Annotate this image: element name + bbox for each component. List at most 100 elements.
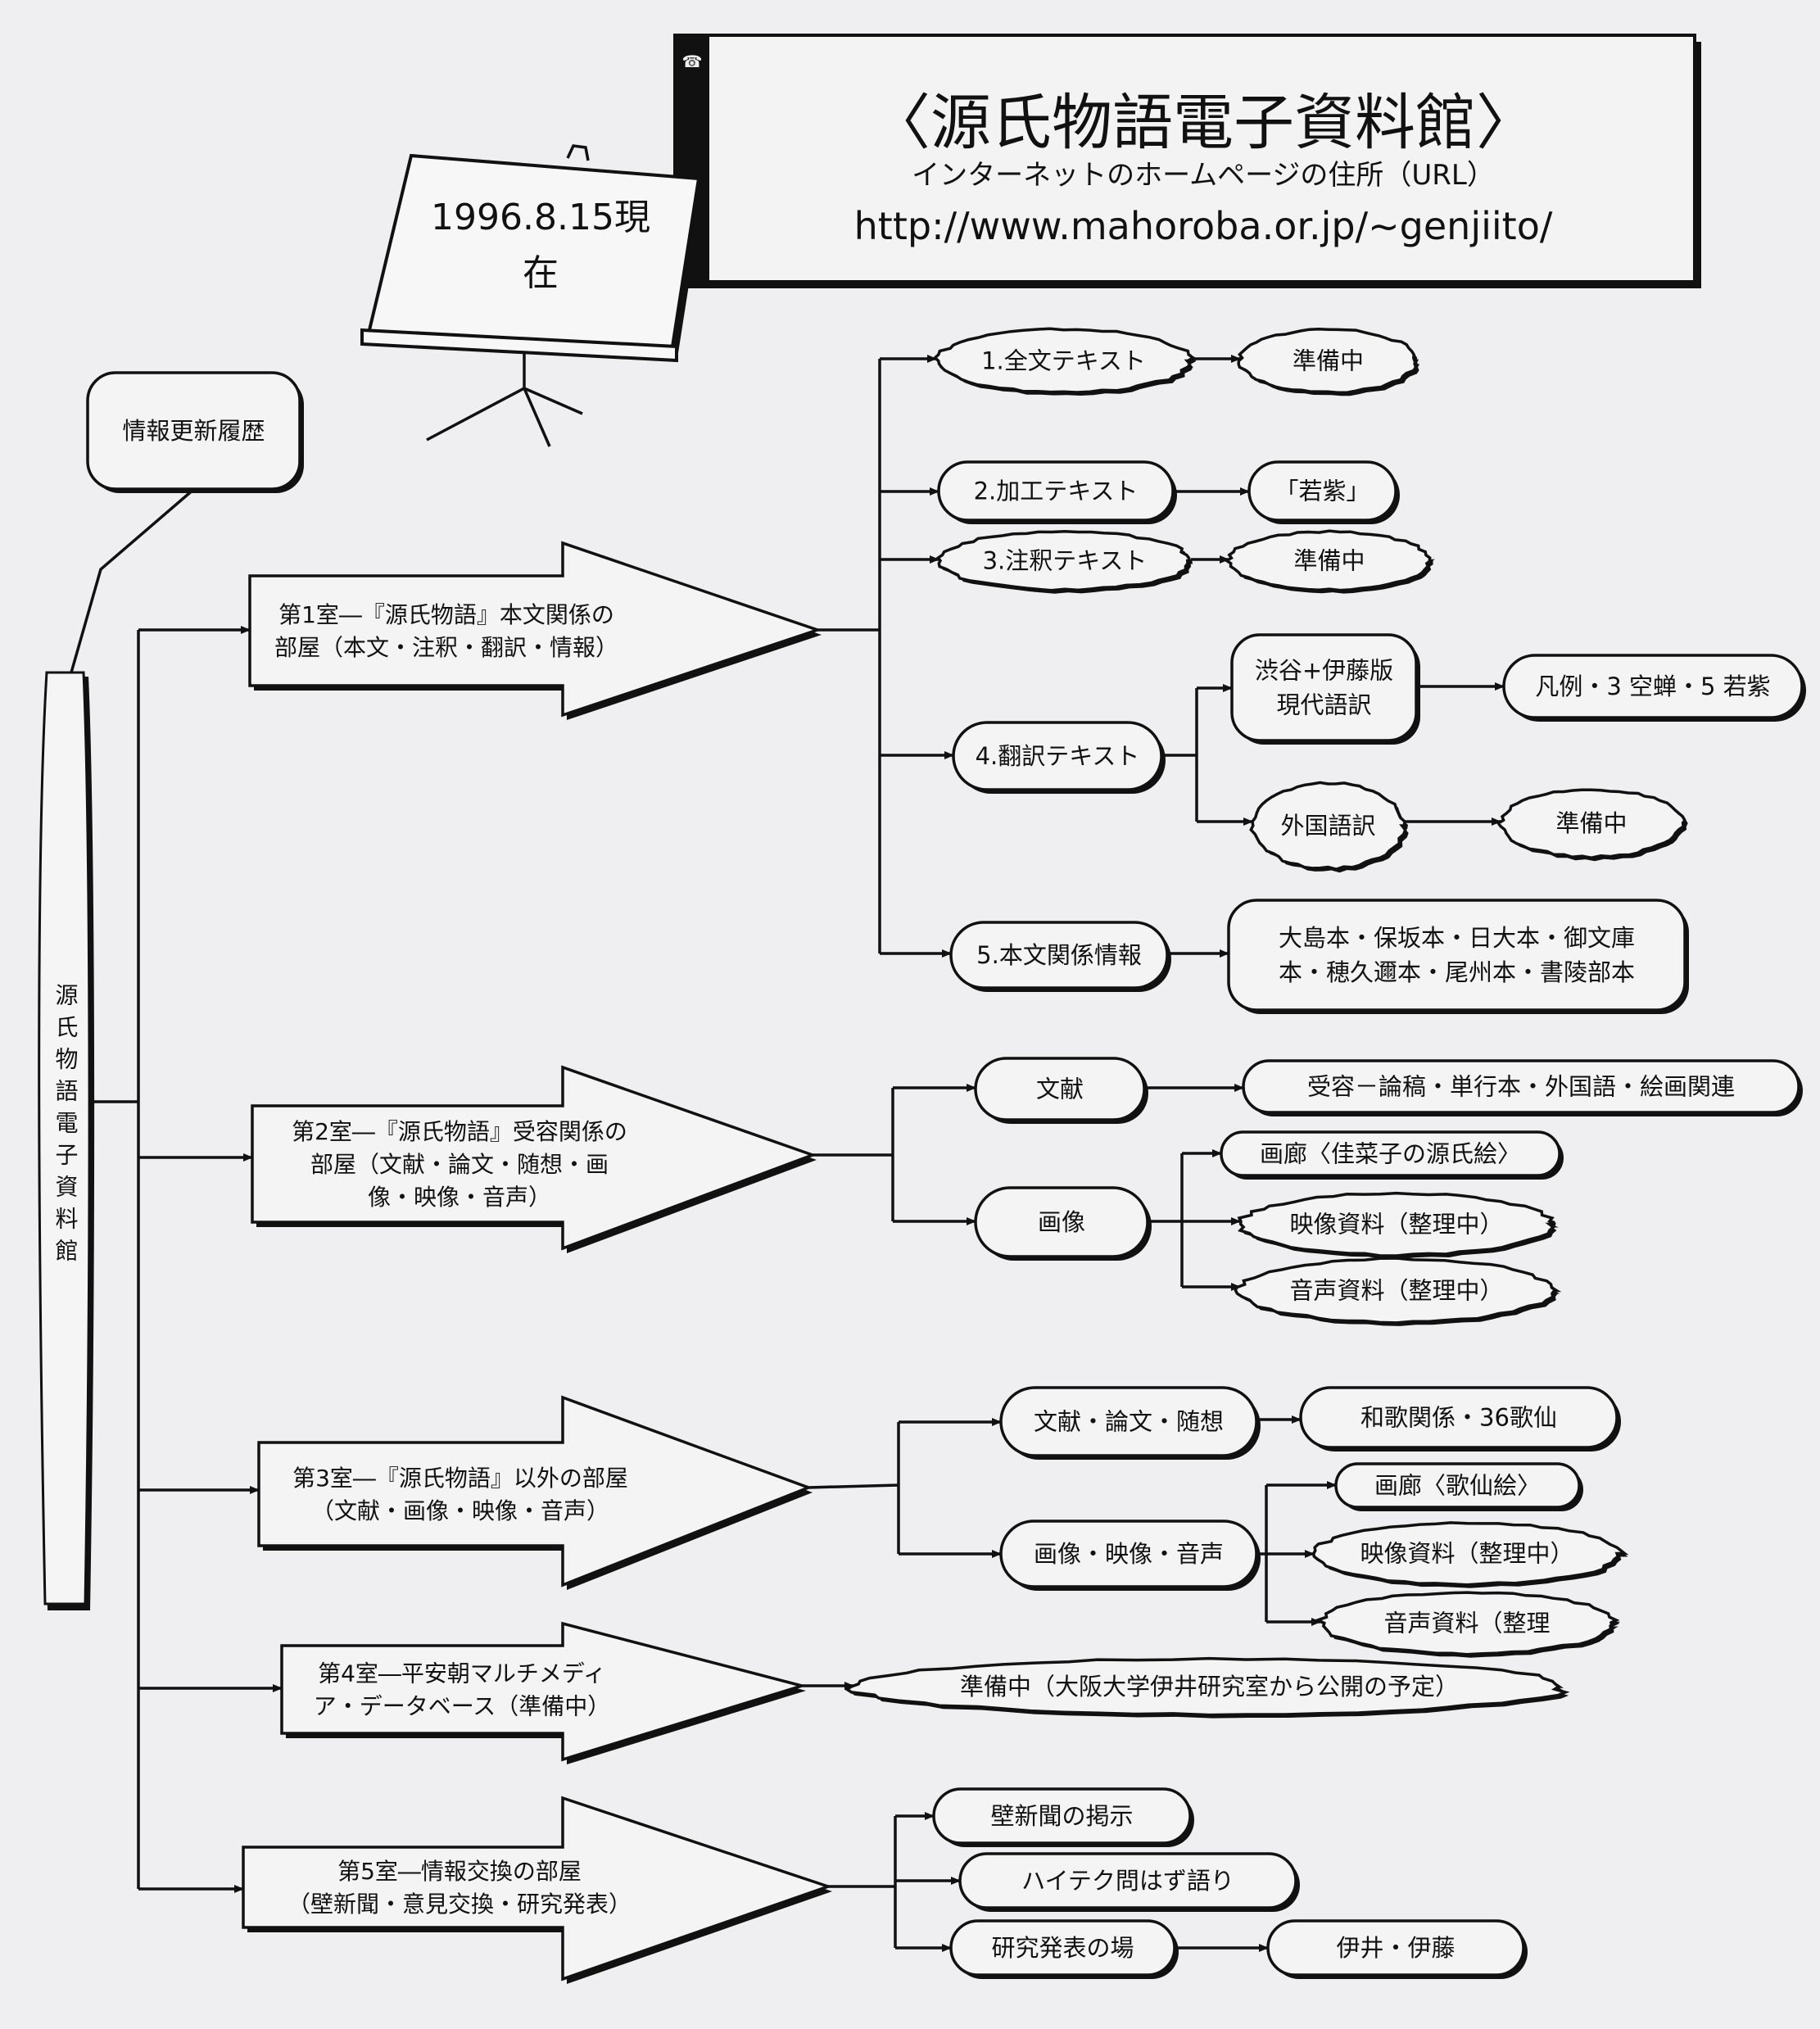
node-shape bbox=[999, 1386, 1258, 1457]
room-3-label: （文献・画像・映像・音声） bbox=[311, 1497, 609, 1524]
room2-reception-node[interactable]: 受容－論稿・単行本・外国語・絵画関連 bbox=[1242, 1059, 1803, 1116]
room2-gallery-node[interactable]: 画廊〈佳菜子の源氏絵〉 bbox=[1220, 1130, 1564, 1180]
title-panel: ☎ 〈源氏物語電子資料館〉 インターネットのホームページの住所（URL） htt… bbox=[673, 34, 1701, 288]
node-shape bbox=[1237, 1191, 1556, 1257]
translation-text-label: 4.翻訳テキスト bbox=[976, 742, 1140, 770]
video-label: 映像資料（整理中） bbox=[1360, 1540, 1573, 1568]
room-3-button[interactable]: 第3室―『源氏物語』以外の部屋 （文献・画像・映像・音声） bbox=[257, 1395, 813, 1590]
gallery-label: 画廊〈佳菜子の源氏絵〉 bbox=[1260, 1140, 1521, 1168]
annotated-text-status-node[interactable]: 準備中 bbox=[1224, 529, 1435, 594]
node-shape bbox=[952, 721, 1163, 791]
room2-literature-node[interactable]: 文献 bbox=[974, 1057, 1148, 1124]
update-history-button[interactable]: 情報更新履歴 bbox=[86, 371, 304, 493]
room3-gallery-node[interactable]: 画廊〈歌仙絵〉 bbox=[1334, 1462, 1583, 1511]
phone-icon: ☎ bbox=[682, 52, 703, 71]
node-shape bbox=[1234, 1257, 1562, 1325]
processed-text-label: 2.加工テキスト bbox=[974, 478, 1139, 505]
room3-video-node[interactable]: 映像資料（整理中） bbox=[1311, 1521, 1629, 1588]
node-shape bbox=[1242, 1059, 1800, 1114]
room-2-label: 部屋（文献・論文・随想・画 bbox=[310, 1151, 609, 1178]
room-2-label: 像・映像・音声） bbox=[368, 1184, 551, 1211]
full-text-node[interactable]: 1.全文テキスト bbox=[933, 327, 1197, 396]
reception-label: 受容－論稿・単行本・外国語・絵画関連 bbox=[1307, 1073, 1735, 1101]
room2-video-node[interactable]: 映像資料（整理中） bbox=[1237, 1191, 1559, 1259]
foreign-translation-status-node[interactable]: 準備中 bbox=[1496, 788, 1688, 862]
node-shape bbox=[1230, 633, 1418, 742]
full-text-label: 1.全文テキスト bbox=[981, 347, 1146, 375]
waka-label: 和歌関係・36歌仙 bbox=[1360, 1404, 1557, 1432]
room-5-label: 第5室―情報交換の部屋 bbox=[337, 1858, 582, 1885]
manuscripts-label: 大島本・保坂本・日大本・御文庫 bbox=[1279, 924, 1635, 952]
site-url[interactable]: http://www.mahoroba.or.jp/~genjiito/ bbox=[854, 204, 1553, 248]
room-1-button[interactable]: 第1室―『源氏物語』本文関係の 部屋（本文・注釈・翻訳・情報） bbox=[248, 541, 822, 720]
room-2-label: 第2室―『源氏物語』受容関係の bbox=[292, 1118, 627, 1145]
node-shape bbox=[974, 1057, 1146, 1121]
room4-status-node[interactable]: 準備中（大阪大学伊井研究室から公開の予定） bbox=[844, 1656, 1570, 1719]
node-shape bbox=[1314, 1591, 1621, 1656]
literature-label: 文献・論文・随想 bbox=[1034, 1408, 1224, 1436]
node-shape bbox=[935, 529, 1192, 592]
modern-translation-label: 現代語訳 bbox=[1276, 691, 1371, 719]
node-shape bbox=[1227, 899, 1686, 1012]
room3-literature-node[interactable]: 文献・論文・随想 bbox=[999, 1386, 1261, 1460]
full-text-status-node[interactable]: 準備中 bbox=[1237, 328, 1420, 396]
annotated-text-node[interactable]: 3.注釈テキスト bbox=[935, 529, 1193, 594]
node-shape bbox=[949, 1919, 1176, 1977]
node-shape bbox=[999, 1519, 1258, 1588]
block-arrow-shape bbox=[251, 1065, 817, 1251]
room-4-label: 第4室―平安朝マルチメディ bbox=[318, 1660, 606, 1687]
node-shape bbox=[1247, 460, 1397, 522]
node-shape bbox=[1224, 529, 1435, 592]
room-2-button[interactable]: 第2室―『源氏物語』受容関係の 部屋（文献・論文・随想・画 像・映像・音声） bbox=[251, 1065, 817, 1253]
room3-media-node[interactable]: 画像・映像・音声 bbox=[999, 1519, 1261, 1591]
node-shape bbox=[1266, 1919, 1525, 1977]
presentation-node[interactable]: 研究発表の場 bbox=[949, 1919, 1179, 1979]
room2-audio-node[interactable]: 音声資料（整理中） bbox=[1234, 1257, 1562, 1326]
audio-label: 音声資料（整理中） bbox=[1289, 1277, 1503, 1305]
wall-news-label: 壁新聞の掲示 bbox=[990, 1802, 1133, 1830]
date-line-1: 1996.8.15現 bbox=[431, 197, 650, 238]
wakamurasaki-node[interactable]: 「若紫」 bbox=[1247, 460, 1400, 524]
easel-date-board: 1996.8.15現 在 bbox=[360, 144, 704, 447]
text-info-node[interactable]: 5.本文関係情報 bbox=[949, 921, 1171, 992]
site-title: 〈源氏物語電子資料館〉 bbox=[870, 88, 1537, 158]
video-label: 映像資料（整理中） bbox=[1289, 1211, 1503, 1239]
main-scroll-banner[interactable]: 源氏物語電子資料館 bbox=[38, 671, 95, 1610]
foreign-translation-label: 外国語訳 bbox=[1280, 812, 1375, 840]
text-info-label: 5.本文関係情報 bbox=[976, 941, 1142, 969]
room3-audio-node[interactable]: 音声資料（整理 bbox=[1314, 1591, 1621, 1658]
room-1-label: 第1室―『源氏物語』本文関係の bbox=[278, 601, 614, 628]
foreign-translation-node[interactable]: 外国語訳 bbox=[1249, 781, 1409, 873]
node-shape bbox=[1220, 1130, 1561, 1177]
modern-translation-item-label: 凡例・3 空蝉・5 若紫 bbox=[1535, 673, 1770, 700]
audio-label: 音声資料（整理 bbox=[1383, 1610, 1550, 1637]
media-label: 画像・映像・音声 bbox=[1034, 1540, 1224, 1568]
node-shape bbox=[1299, 1386, 1619, 1449]
block-arrow-shape bbox=[280, 1621, 808, 1762]
presentation-label: 研究発表の場 bbox=[991, 1934, 1134, 1962]
node-shape bbox=[1311, 1521, 1629, 1587]
presenters-node[interactable]: 伊井・伊藤 bbox=[1266, 1919, 1528, 1979]
node-shape bbox=[958, 1852, 1297, 1909]
date-line-2: 在 bbox=[523, 252, 559, 294]
hitech-node[interactable]: ハイテク問はず語り bbox=[958, 1852, 1300, 1912]
processed-text-node[interactable]: 2.加工テキスト bbox=[937, 460, 1177, 524]
translation-text-node[interactable]: 4.翻訳テキスト bbox=[952, 721, 1166, 794]
room-4-label: ア・データベース（準備中） bbox=[314, 1693, 611, 1720]
room-5-button[interactable]: 第5室―情報交換の部屋 （壁新聞・意見交換・研究発表） bbox=[242, 1796, 833, 1984]
block-arrow-shape bbox=[257, 1395, 813, 1587]
hitech-label: ハイテク問はず語り bbox=[1021, 1867, 1234, 1895]
room2-images-node[interactable]: 画像 bbox=[974, 1186, 1152, 1261]
connector-line bbox=[70, 487, 196, 673]
node-shape bbox=[1496, 788, 1686, 859]
room3-waka-node[interactable]: 和歌関係・36歌仙 bbox=[1299, 1386, 1621, 1452]
room-4-button[interactable]: 第4室―平安朝マルチメディ ア・データベース（準備中） bbox=[280, 1621, 808, 1764]
wall-news-node[interactable]: 壁新聞の掲示 bbox=[932, 1787, 1194, 1847]
annotated-text-label: 3.注釈テキスト bbox=[983, 547, 1148, 575]
manuscripts-label: 本・穂久邇本・尾州本・書陵部本 bbox=[1279, 958, 1635, 986]
room-3-label: 第3室―『源氏物語』以外の部屋 bbox=[292, 1465, 628, 1492]
node-shape bbox=[933, 327, 1196, 394]
modern-translation-item-node[interactable]: 凡例・3 空蝉・5 若紫 bbox=[1502, 654, 1806, 722]
